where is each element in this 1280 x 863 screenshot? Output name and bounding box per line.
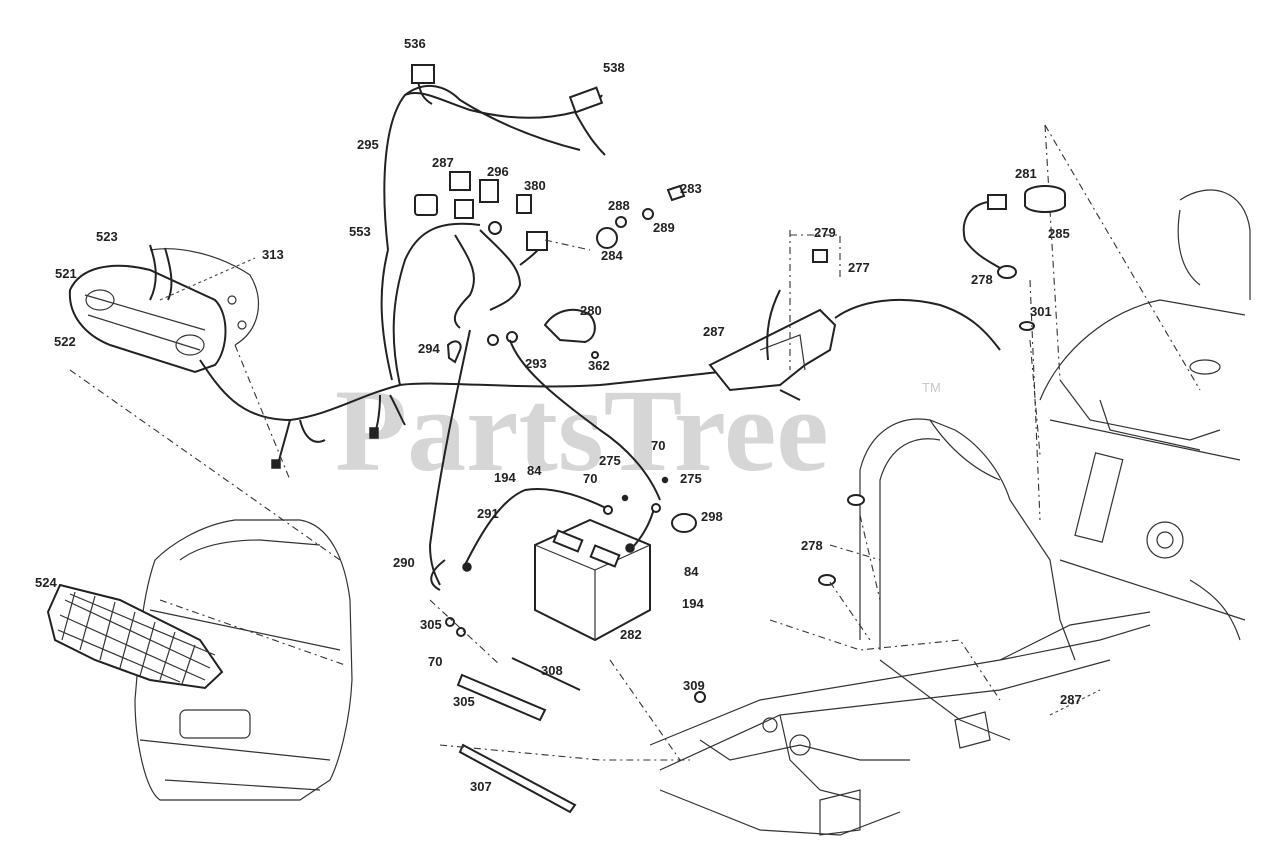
callout-277: 277: [848, 260, 870, 275]
solenoid: [428, 308, 661, 586]
callout-301: 301: [1030, 304, 1052, 319]
callout-70-bottom: 70: [428, 654, 442, 669]
callouts: 536 538 295 287 296 380 288 283 289 284 …: [35, 36, 1082, 794]
callout-288: 288: [608, 198, 630, 213]
callout-305-bottom: 305: [453, 694, 475, 709]
callout-290: 290: [393, 555, 415, 570]
callout-536: 536: [404, 36, 426, 51]
callout-308: 308: [541, 663, 563, 678]
callout-291: 291: [477, 506, 499, 521]
callout-283: 283: [680, 181, 702, 196]
battery: [534, 518, 651, 642]
ignition-switch: [962, 185, 1066, 521]
callout-287-harness: 287: [432, 155, 454, 170]
callout-523: 523: [96, 229, 118, 244]
fuse-holder: [671, 513, 697, 533]
callout-298: 298: [701, 509, 723, 524]
callout-287-bracket: 287: [703, 324, 725, 339]
wire-clips: [818, 494, 865, 586]
callout-362: 362: [588, 358, 610, 373]
battery-cables: [430, 476, 669, 591]
callout-295: 295: [357, 137, 379, 152]
callout-296: 296: [487, 164, 509, 179]
callout-287-frame: 287: [1060, 692, 1082, 707]
chassis-frame: [649, 418, 1151, 836]
callout-313: 313: [262, 247, 284, 262]
leader-lines: [69, 239, 881, 761]
watermark-trademark: TM: [922, 380, 941, 395]
callout-538: 538: [603, 60, 625, 75]
callout-524: 524: [35, 575, 57, 590]
callout-294: 294: [418, 341, 440, 356]
callout-289: 289: [653, 220, 675, 235]
callout-284: 284: [601, 248, 623, 263]
switches-group: [414, 171, 686, 249]
callout-282: 282: [620, 627, 642, 642]
callout-275-left: 275: [599, 453, 621, 468]
callout-305-top: 305: [420, 617, 442, 632]
callout-275-right: 275: [680, 471, 702, 486]
callout-194-bottom: 194: [682, 596, 704, 611]
callout-84-top: 84: [527, 463, 542, 478]
wire-harness: [199, 64, 1001, 469]
callout-522: 522: [54, 334, 76, 349]
callout-280: 280: [580, 303, 602, 318]
callout-307: 307: [470, 779, 492, 794]
callout-293: 293: [525, 356, 547, 371]
callout-194-top: 194: [494, 470, 516, 485]
fender-dashboard: [1029, 124, 1251, 641]
grille: [46, 583, 224, 690]
callout-380: 380: [524, 178, 546, 193]
callout-84-bottom: 84: [684, 564, 699, 579]
callout-281: 281: [1015, 166, 1037, 181]
callout-553: 553: [349, 224, 371, 239]
bracket: [708, 230, 841, 401]
callout-70-right: 70: [651, 438, 665, 453]
callout-278-lower: 278: [801, 538, 823, 553]
callout-279: 279: [814, 225, 836, 240]
headlight-assembly: [68, 244, 259, 374]
battery-hold-down: [445, 617, 706, 814]
callout-278-upper: 278: [971, 272, 993, 287]
callout-309: 309: [683, 678, 705, 693]
callout-70-left: 70: [583, 471, 597, 486]
callout-521: 521: [55, 266, 77, 281]
callout-285: 285: [1048, 226, 1070, 241]
